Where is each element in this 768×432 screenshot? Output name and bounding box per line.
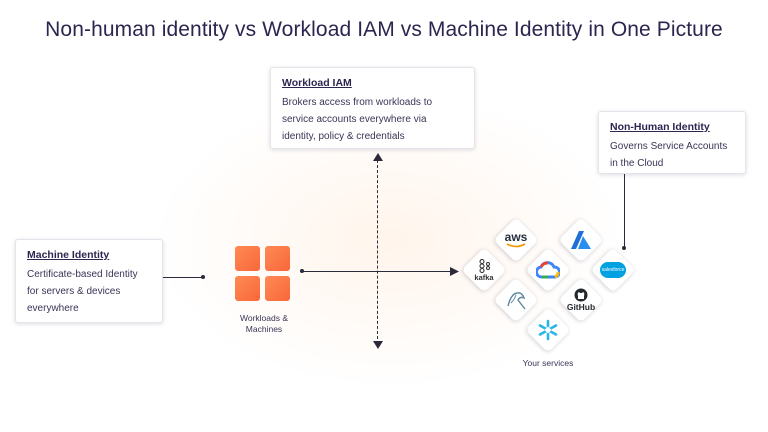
workloads-label: Workloads & Machines (228, 313, 300, 335)
machine-identity-line-2: for servers & devices (27, 286, 121, 297)
workload-iam-card: Workload IAM Brokers access from workloa… (270, 67, 475, 149)
machine-identity-title: Machine Identity (27, 249, 110, 261)
workload-iam-dashed-line (377, 160, 378, 344)
kafka-icon: kafka (462, 248, 506, 292)
machine-identity-card: Machine Identity Certificate-based Ident… (15, 239, 163, 323)
nhi-title: Non-Human Identity (610, 121, 710, 133)
workload-iam-line-2: service accounts everywhere via (282, 114, 427, 125)
workloads-label-line-2: Machines (245, 324, 283, 334)
machine-identity-line-1: Certificate-based Identity (27, 269, 138, 280)
salesforce-icon: salesforce (591, 248, 635, 292)
workload-iam-line-3: identity, policy & credentials (282, 131, 405, 142)
nhi-line-2: in the Cloud (610, 158, 664, 169)
page-title: Non-human identity vs Workload IAM vs Ma… (45, 18, 723, 41)
kafka-logo-text: kafka (474, 272, 494, 282)
workloads-icon (235, 246, 291, 302)
aws-icon: aws (494, 218, 538, 262)
arrowhead-up-icon (373, 153, 383, 161)
github-icon: GitHub (559, 278, 603, 322)
machine-identity-connector-dot (201, 275, 205, 279)
arrowhead-down-icon (373, 341, 383, 349)
nhi-connector (624, 174, 626, 248)
arrowhead-right-icon (450, 267, 459, 276)
workload-iam-title: Workload IAM (282, 77, 352, 89)
nhi-connector-dot (622, 246, 626, 250)
machine-identity-connector (163, 277, 203, 279)
google-cloud-icon (536, 261, 560, 279)
mysql-icon (507, 292, 526, 310)
aws-logo-text: aws (504, 230, 528, 244)
salesforce-logo-text: salesforce (601, 267, 625, 273)
snowflake-icon (538, 319, 558, 341)
services-label: Your services (522, 358, 574, 368)
non-human-identity-card: Non-Human Identity Governs Service Accou… (598, 111, 746, 174)
github-logo-text: GitHub (566, 302, 596, 312)
workload-iam-line-1: Brokers access from workloads to (282, 97, 433, 108)
azure-icon (571, 231, 591, 249)
machine-identity-line-3: everywhere (27, 303, 79, 314)
nhi-line-1: Governs Service Accounts (610, 141, 728, 152)
workloads-label-line-1: Workloads & (239, 313, 289, 323)
workloads-arrow-start-dot (300, 269, 304, 273)
